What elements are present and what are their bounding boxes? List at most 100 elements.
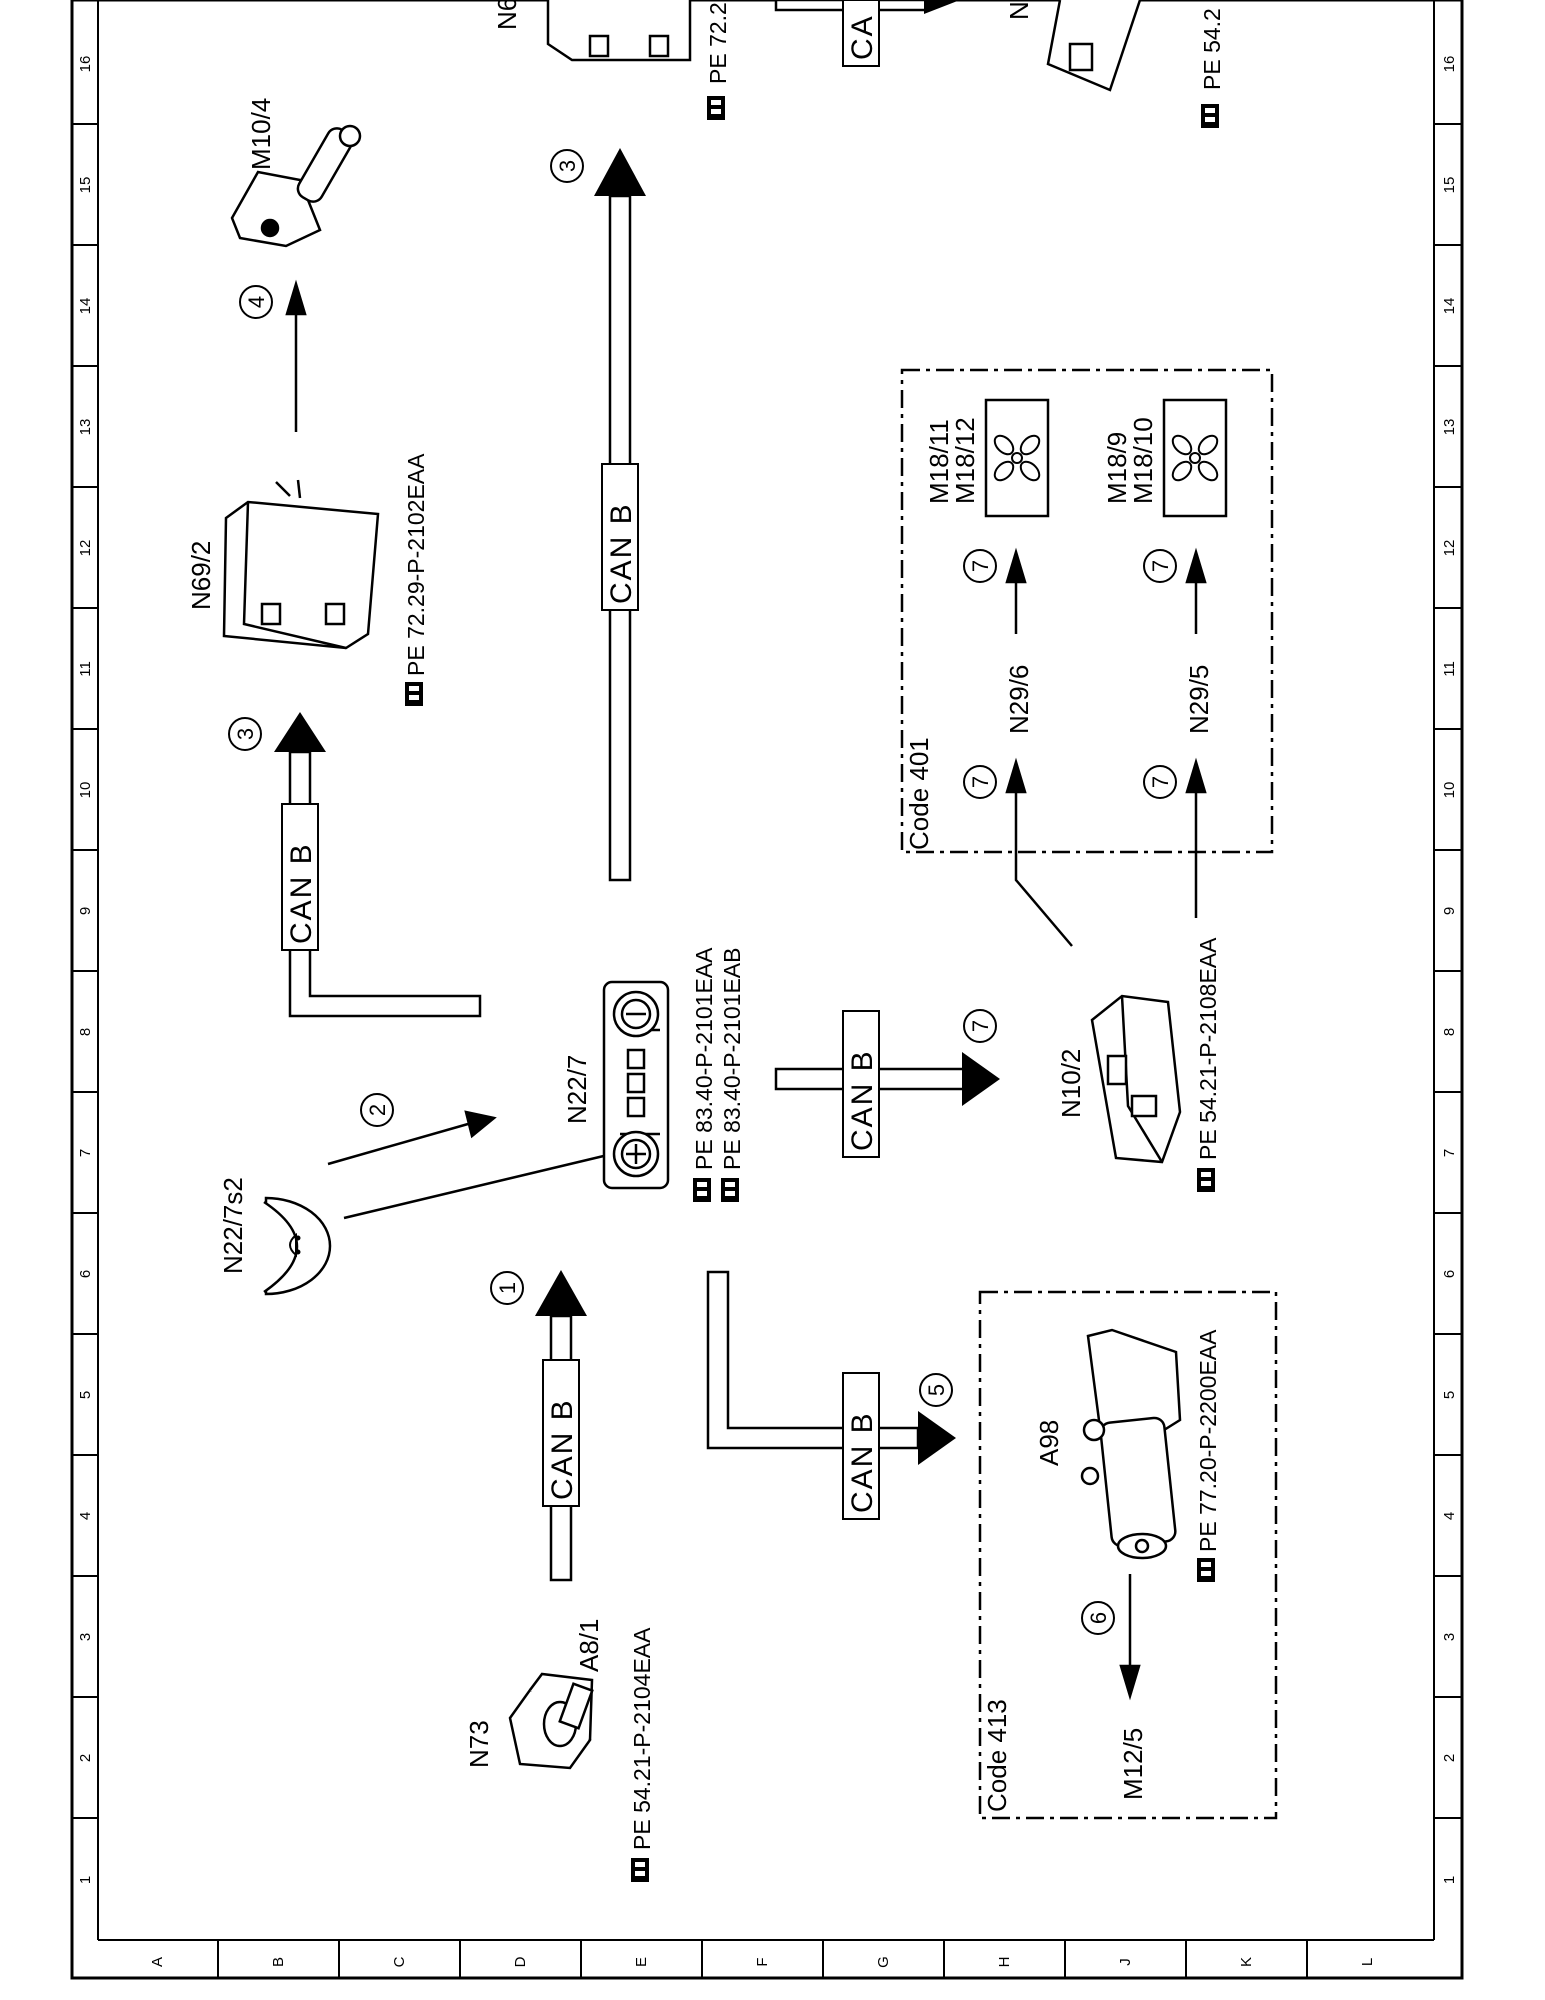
code-413-box (978, 1290, 1278, 1820)
reference-label: PE 54.21-P-2104EAA (629, 1627, 655, 1850)
step-marker: 6 (1081, 1601, 1115, 1635)
column-letter: F (754, 1957, 771, 1966)
step-marker: 5 (919, 1373, 953, 1407)
column-letter: H (996, 1957, 1013, 1968)
component-label: M18/12 (950, 417, 980, 504)
convertible-top-icon (289, 1232, 301, 1258)
step-number: 3 (555, 160, 580, 172)
reference-label: PE 54.2 (1199, 8, 1225, 90)
can-bus-label: CAN B (846, 1411, 879, 1513)
row-number: 9 (77, 907, 94, 915)
component-label: M10/4 (246, 98, 276, 170)
column-letter: A (149, 1957, 166, 1967)
partial-module-top-center (546, 0, 692, 62)
row-number: 14 (77, 298, 94, 315)
can-bus-label: CAN B (846, 1049, 879, 1151)
row-number: 11 (77, 661, 94, 677)
row-number: 8 (1441, 1028, 1458, 1036)
can-bus-3: CAN B (594, 148, 646, 882)
step-marker: 7 (963, 765, 997, 799)
can-bus-label: CA (846, 14, 879, 60)
step-numbers: 1 2 3 3 4 5 6 7 (228, 149, 1177, 1635)
column-letter: J (1117, 1958, 1134, 1966)
component-label: A8/1 (574, 1619, 604, 1673)
row-number: 4 (77, 1512, 94, 1520)
column-letter: B (270, 1957, 287, 1967)
partial-module-top-right (1046, 0, 1142, 92)
row-number: 3 (1441, 1633, 1458, 1641)
row-number: 15 (77, 177, 94, 194)
column-letter: C (391, 1956, 408, 1967)
reference-label: PE 83.40-P-2101EAA (691, 947, 717, 1170)
row-number: 16 (1441, 56, 1458, 73)
can-bus-2: CAN B (274, 712, 482, 1018)
pointing-hand-icon (1201, 104, 1219, 128)
row-number: 6 (1441, 1270, 1458, 1278)
row-number: 9 (1441, 907, 1458, 915)
pointing-hand-icon (1197, 1558, 1215, 1582)
component-label: N6 (492, 0, 522, 30)
component-label: N (1004, 1, 1034, 20)
row-number: 12 (77, 540, 94, 557)
ignition-switch-drawing (508, 1672, 594, 1770)
step-marker: 4 (239, 285, 273, 319)
row-number: 10 (1441, 782, 1458, 799)
row-number: 2 (1441, 1754, 1458, 1762)
component-label: M18/10 (1128, 417, 1158, 504)
column-letter: D (512, 1956, 529, 1967)
step-number: 7 (1148, 776, 1173, 788)
step-marker: 7 (1143, 765, 1177, 799)
can-bus-label: CAN B (605, 502, 638, 604)
pointing-hand-icon (693, 1178, 711, 1202)
step-number: 5 (924, 1384, 949, 1396)
row-number: 16 (77, 56, 94, 73)
step-number: 7 (968, 776, 993, 788)
row-numbers-left: 1 2 3 4 5 6 7 8 9 10 11 12 13 14 15 16 (77, 56, 94, 1885)
reference-label: PE 72.29-P-2102EAA (403, 453, 429, 676)
reference-label: PE 83.40-P-2101EAB (719, 948, 745, 1170)
step-number: 6 (1086, 1612, 1111, 1624)
step-marker: 3 (228, 717, 262, 751)
step-marker: 3 (550, 149, 584, 183)
code-401-box (900, 368, 1274, 854)
step-number: 2 (365, 1104, 390, 1116)
row-number: 5 (1441, 1391, 1458, 1399)
row-number: 12 (1441, 540, 1458, 557)
reference-label: PE 77.20-P-2200EAA (1195, 1329, 1221, 1552)
control-module-n69-2-drawing (222, 479, 380, 650)
component-label: N29/5 (1184, 665, 1214, 734)
step-marker: 2 (360, 1093, 394, 1127)
can-bus-4: CAN B (774, 1010, 1000, 1158)
component-label: N22/7s2 (218, 1177, 248, 1274)
row-number: 13 (77, 419, 94, 436)
pointing-hand-icon (1197, 1168, 1215, 1192)
can-bus-5: CAN B (706, 1270, 956, 1520)
column-letters: A B C D E F G H J K L (149, 1956, 1376, 1968)
reference-label: PE 54.21-P-2108EAA (1195, 937, 1221, 1160)
pointing-hand-icon (631, 1858, 649, 1882)
row-number: 13 (1441, 419, 1458, 436)
component-label: M18/11 (924, 419, 954, 504)
row-numbers-right: 1 2 3 4 5 6 7 8 9 10 11 12 13 14 15 16 (1441, 56, 1458, 1885)
component-label: N29/6 (1004, 665, 1034, 734)
code-401-label: Code 401 (904, 737, 934, 850)
step-marker: 1 (490, 1271, 524, 1305)
component-label: M18/9 (1102, 432, 1132, 504)
row-number: 6 (77, 1270, 94, 1278)
pointing-hand-icon (721, 1178, 739, 1202)
component-label: N69/2 (186, 541, 216, 610)
row-number: 5 (77, 1391, 94, 1399)
step-number: 1 (495, 1282, 520, 1294)
motor-m10-4-drawing (230, 124, 362, 248)
step-marker: 7 (963, 1009, 997, 1043)
column-letter: E (633, 1957, 650, 1967)
column-letter: L (1359, 1958, 1376, 1966)
step-number: 4 (244, 296, 269, 308)
row-number: 14 (1441, 298, 1458, 315)
arrows (285, 279, 1207, 1701)
code-413-label: Code 413 (982, 1699, 1012, 1812)
row-number: 7 (77, 1149, 94, 1157)
row-number: 8 (77, 1028, 94, 1036)
pointing-hand-icon (405, 682, 423, 706)
